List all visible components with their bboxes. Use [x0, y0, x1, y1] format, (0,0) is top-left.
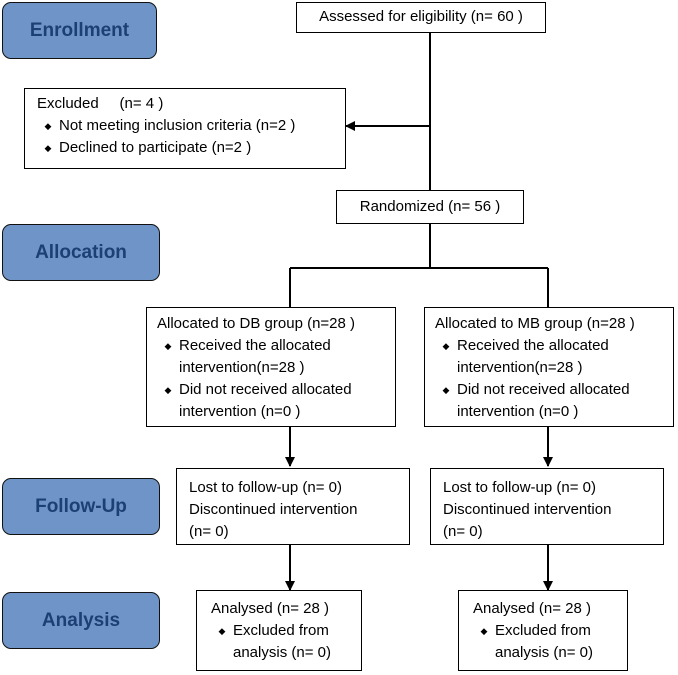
mb-analysis-title: Analysed (n= 28 )	[473, 600, 591, 617]
mb-analysis-excluded-line2: analysis (n= 0)	[495, 644, 593, 661]
db-allocation-title: Allocated to DB group (n=28 )	[157, 315, 356, 332]
db-analysis-box: Analysed (n= 28 ) ◆ Excluded from analys…	[196, 590, 362, 671]
stage-label-follow-up: Follow-Up	[2, 478, 160, 535]
bullet-diamond-icon: ◆	[480, 626, 488, 636]
db-received-text: Received the allocated	[179, 335, 331, 357]
stage-label-allocation: Allocation	[2, 224, 160, 281]
excluded-title: Excluded (n= 4 )	[37, 95, 164, 112]
db-analysis-excluded-line2: analysis (n= 0)	[233, 644, 331, 661]
db-followup-line2: Discontinued intervention	[189, 501, 358, 518]
db-analysis-excluded-line1: Excluded from	[233, 622, 329, 639]
excluded-item: ◆ Not meeting inclusion criteria (n=2 )	[37, 115, 345, 137]
mb-followup-line3: (n= 0)	[443, 523, 483, 540]
mb-received-item: ◆ Received the allocated	[435, 335, 673, 357]
mb-not-received-line1: Did not received allocated	[457, 381, 630, 398]
db-allocation-box: Allocated to DB group (n=28 ) ◆ Received…	[146, 307, 396, 427]
mb-allocation-box: Allocated to MB group (n=28 ) ◆ Received…	[424, 307, 674, 427]
bullet-diamond-icon: ◆	[44, 143, 52, 153]
mb-followup-line2: Discontinued intervention	[443, 501, 612, 518]
mb-received-line1: Received the allocated	[457, 337, 609, 354]
db-followup-line3: (n= 0)	[189, 523, 229, 540]
mb-analysis-excluded-line1: Excluded from	[495, 622, 591, 639]
assessed-text: Assessed for eligibility (n= 60 )	[319, 8, 523, 25]
db-followup-line1: Lost to follow-up (n= 0)	[189, 479, 342, 496]
db-analysis-title: Analysed (n= 28 )	[211, 600, 329, 617]
db-received-line2: intervention(n=28 )	[179, 359, 305, 376]
bullet-diamond-icon: ◆	[218, 626, 226, 636]
db-not-received-line1: Did not received allocated	[179, 381, 352, 398]
bullet-diamond-icon: ◆	[164, 341, 172, 351]
bullet-diamond-icon: ◆	[164, 385, 172, 395]
stage-label-analysis: Analysis	[2, 592, 160, 649]
excluded-item-text: Declined to participate (n=2 )	[59, 139, 252, 156]
db-not-received-item: ◆ Did not received allocated	[157, 379, 395, 401]
mb-not-received-item: ◆ Did not received allocated	[435, 379, 673, 401]
db-received-item: ◆ Received the allocated	[157, 335, 395, 357]
assessed-box: Assessed for eligibility (n= 60 )	[296, 2, 546, 33]
randomized-text: Randomized (n= 56 )	[359, 198, 501, 215]
mb-analysis-box: Analysed (n= 28 ) ◆ Excluded from analys…	[458, 590, 628, 671]
excluded-item-text: Not meeting inclusion criteria (n=2 )	[59, 117, 296, 134]
mb-received-line2: intervention(n=28 )	[457, 359, 583, 376]
bullet-diamond-icon: ◆	[442, 385, 450, 395]
bullet-diamond-icon: ◆	[442, 341, 450, 351]
mb-followup-line1: Lost to follow-up (n= 0)	[443, 479, 596, 496]
mb-followup-box: Lost to follow-up (n= 0) Discontinued in…	[430, 468, 664, 545]
bullet-diamond-icon: ◆	[44, 121, 52, 131]
db-followup-box: Lost to follow-up (n= 0) Discontinued in…	[176, 468, 410, 545]
db-received-line1: Received the allocated	[179, 337, 331, 354]
excluded-box: Excluded (n= 4 ) ◆ Not meeting inclusion…	[24, 88, 346, 169]
stage-label-enrollment: Enrollment	[2, 2, 157, 59]
mb-analysis-excluded-item: ◆ Excluded from	[473, 620, 627, 642]
db-analysis-excluded-item: ◆ Excluded from	[211, 620, 361, 642]
excluded-item: ◆ Declined to participate (n=2 )	[37, 137, 345, 159]
mb-allocation-title: Allocated to MB group (n=28 )	[435, 315, 635, 332]
randomized-box: Randomized (n= 56 )	[336, 190, 524, 224]
db-not-received-line2: intervention (n=0 )	[179, 403, 301, 420]
mb-not-received-line2: intervention (n=0 )	[457, 403, 579, 420]
